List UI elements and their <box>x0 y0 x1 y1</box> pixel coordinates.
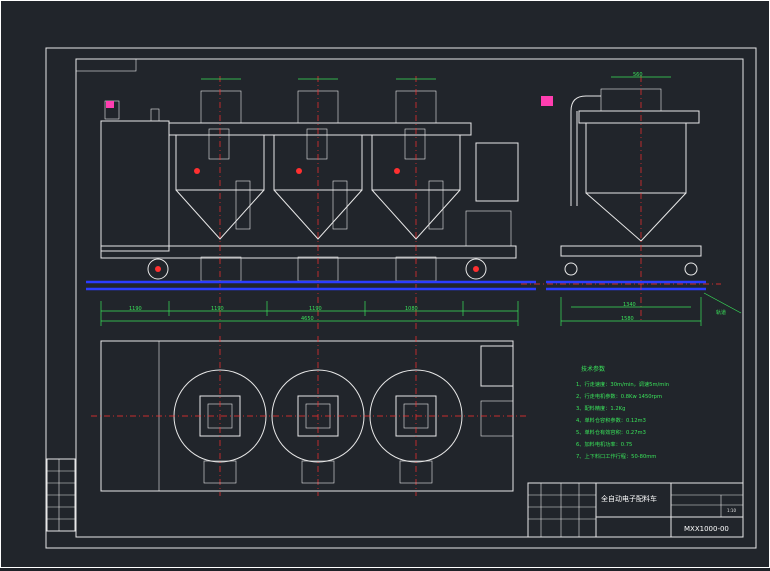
rail-callout: 轨道 <box>716 309 726 316</box>
inner-frame <box>75 58 744 538</box>
tech-note-7: 7、上下料口工作行程：50-80mm <box>576 452 656 460</box>
base-beam <box>100 245 517 259</box>
side-dim-overall: 1580 <box>621 316 634 322</box>
side-hopper-top <box>600 88 662 112</box>
side-dimensions <box>560 76 742 326</box>
control-cabinet <box>100 120 170 252</box>
hopper-3 <box>371 76 461 331</box>
dim-seg-2: 1190 <box>211 306 224 312</box>
gearbox <box>465 210 512 247</box>
top-view <box>91 336 526 496</box>
corner-label-box <box>75 58 137 72</box>
side-wheel-right <box>684 262 698 276</box>
side-view: 1580 1340 560 轨道 <box>521 72 742 326</box>
top-motor-box <box>480 345 514 387</box>
hopper-2 <box>273 76 363 331</box>
tech-notes-heading: 技术参数 <box>581 365 605 373</box>
side-top-beam <box>578 110 700 124</box>
side-pipe <box>570 95 601 112</box>
wheel-right <box>465 258 487 280</box>
drawing-number: MXX1000-00 <box>684 525 729 533</box>
side-hopper-body <box>585 122 687 194</box>
wheel-left <box>147 258 169 280</box>
tech-note-3: 3、配料精度：1.2Kg <box>576 404 625 412</box>
drawing-title: 全自动电子配料车 <box>601 494 657 503</box>
lamp <box>150 108 160 122</box>
front-view: 1190 1190 1190 1080 4650 <box>86 76 536 331</box>
tech-note-2: 2、行走电机参数：0.8Kw 1450rpm <box>576 392 662 400</box>
front-dimensions <box>100 78 519 326</box>
tech-note-1: 1、行走速度：30m/min，调速5m/min <box>576 380 669 388</box>
tech-note-5: 5、单料仓有效容积：0.27m3 <box>576 428 646 436</box>
side-base <box>560 245 702 257</box>
side-wheel-left <box>564 262 578 276</box>
valve-indicator <box>106 101 114 108</box>
dim-overall: 4650 <box>301 316 314 322</box>
tech-notes: 技术参数 1、行走速度：30m/min，调速5m/min 2、行走电机参数：0.… <box>576 365 669 460</box>
side-valve-indicator <box>541 96 553 106</box>
drive-motor-housing <box>475 142 519 202</box>
dim-seg-4: 1080 <box>405 306 418 312</box>
side-dim-inner: 1340 <box>623 302 636 308</box>
revision-table <box>46 458 76 532</box>
title-block <box>527 482 744 538</box>
top-gear-motor <box>480 400 514 437</box>
dim-seg-1: 1190 <box>129 306 142 312</box>
hopper-1 <box>175 76 265 331</box>
outlet-1 <box>200 256 242 282</box>
drawing-scale: 1:10 <box>727 508 736 513</box>
dim-seg-3: 1190 <box>309 306 322 312</box>
tech-note-4: 4、单料仓容积参数：0.12m3 <box>576 416 646 424</box>
outer-frame <box>45 47 757 549</box>
side-dim-hopper: 560 <box>633 72 643 78</box>
tech-note-6: 6、加料电机功率：0.75 <box>576 440 632 448</box>
